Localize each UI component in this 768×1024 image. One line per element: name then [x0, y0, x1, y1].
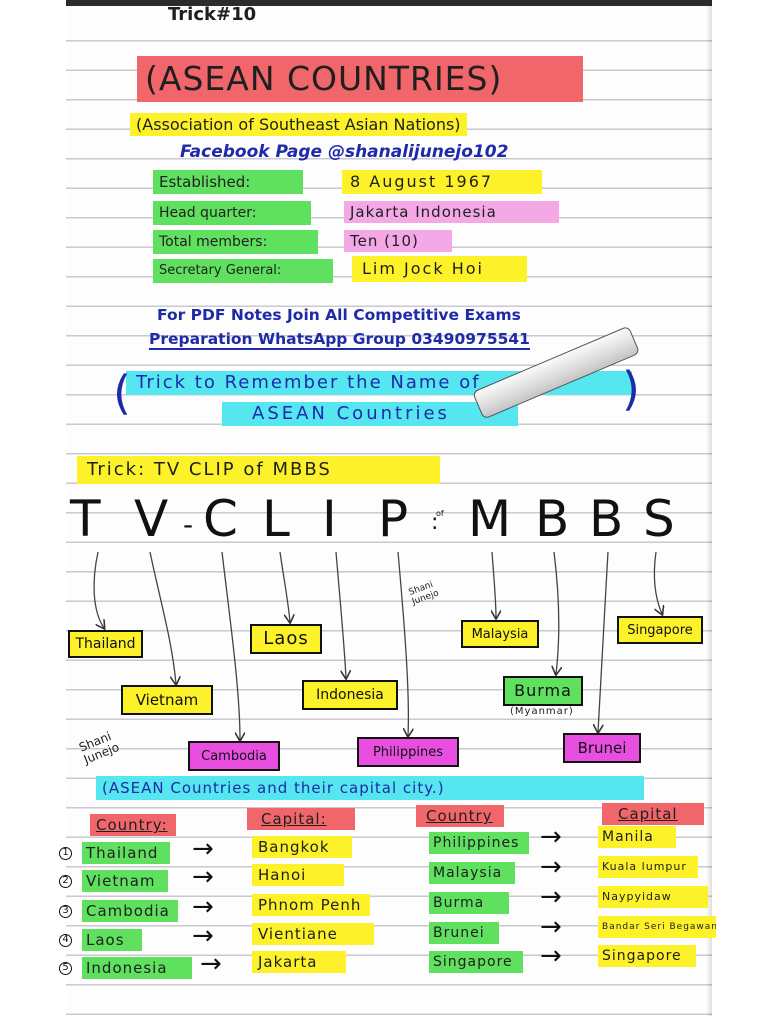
table-capital-right: Singapore	[598, 945, 696, 967]
col-header-capital-right: Capital	[602, 803, 704, 825]
box-singapore: Singapore	[617, 616, 703, 644]
promo-line-2: Preparation WhatsApp Group 03490975541	[149, 330, 530, 350]
table-capital-right: Naypyidaw	[598, 886, 708, 908]
table-country-right: Malaysia	[429, 862, 515, 884]
table-capital-right: Kuala lumpur	[598, 856, 698, 878]
trick-label: Trick: TV CLIP of MBBS	[77, 456, 440, 484]
fact-value-headquarter: Jakarta Indonesia	[344, 201, 559, 223]
mnemonic-letter-s: S	[643, 490, 675, 548]
table-arrow-right: →	[540, 852, 562, 882]
promo-line-1: For PDF Notes Join All Competitive Exams	[157, 306, 521, 324]
table-arrow-left: →	[192, 862, 214, 892]
box-vietnam: Vietnam	[121, 685, 213, 715]
box-laos: Laos	[250, 624, 322, 654]
table-arrow-right: →	[540, 822, 562, 852]
table-capital-left: Phnom Penh	[252, 894, 370, 916]
table-country-left: Laos	[82, 929, 142, 951]
row-number: 2	[59, 875, 72, 888]
subtitle-text: (Association of Southeast Asian Nations)	[130, 113, 467, 136]
table-arrow-right: →	[540, 912, 562, 942]
fact-label-secretary: Secretary General:	[153, 259, 333, 283]
row-number: 3	[59, 905, 72, 918]
mnemonic-letter-m: M	[468, 490, 512, 548]
mnemonic-letter-t: T	[70, 490, 101, 548]
box-burma: Burma	[503, 676, 583, 706]
table-arrow-right: →	[540, 882, 562, 912]
fact-value-secretary: Lim Jock Hoi	[352, 256, 527, 282]
col-header-capital-left: Capital:	[247, 808, 355, 830]
mnemonic-of-dot: :	[431, 510, 439, 535]
box-cambodia: Cambodia	[188, 741, 280, 771]
table-capital-left: Jakarta	[252, 951, 346, 973]
table-capital-right: Bandar Seri Begawan	[598, 916, 716, 938]
facebook-page: Facebook Page @shanalijunejo102	[180, 142, 509, 162]
mnemonic-letter-b1: B	[535, 490, 570, 548]
row-number: 4	[59, 934, 72, 947]
page-title: (ASEAN COUNTRIES)	[137, 56, 583, 102]
fact-label-members: Total members:	[153, 230, 318, 254]
notebook-page	[66, 0, 712, 1016]
trick-number: Trick#10	[168, 4, 257, 25]
bracket-left: (	[113, 366, 131, 420]
table-country-right: Burma	[429, 892, 509, 914]
capitals-heading: (ASEAN Countries and their capital city.…	[96, 776, 644, 800]
fact-value-established: 8 August 1967	[342, 170, 542, 194]
col-header-country-left: Country:	[90, 814, 176, 836]
table-arrow-left: →	[200, 949, 222, 979]
mnemonic-letter-v: V	[134, 490, 169, 548]
bracket-right: )	[622, 362, 640, 416]
table-country-left: Thailand	[82, 842, 170, 864]
mnemonic-letter-l: L	[262, 490, 290, 548]
table-country-left: Indonesia	[82, 957, 192, 979]
table-country-left: Vietnam	[82, 870, 168, 892]
fact-value-members: Ten (10)	[344, 230, 452, 252]
col-header-country-right: Country	[416, 805, 504, 827]
box-brunei: Brunei	[563, 733, 641, 763]
table-capital-left: Vientiane	[252, 923, 374, 945]
table-arrow-right: →	[540, 941, 562, 971]
table-arrow-left: →	[192, 834, 214, 864]
table-capital-left: Bangkok	[252, 836, 352, 858]
mnemonic-letter-c: C	[203, 490, 238, 548]
mnemonic-letter-i: I	[322, 490, 337, 548]
box-indonesia: Indonesia	[302, 680, 398, 710]
table-country-right: Brunei	[429, 922, 499, 944]
mnemonic-dash: -	[183, 508, 194, 541]
table-capital-left: Hanoi	[252, 864, 344, 886]
table-country-right: Philippines	[429, 832, 529, 854]
row-number: 5	[59, 962, 72, 975]
box-malaysia: Malaysia	[461, 620, 539, 648]
table-arrow-left: →	[192, 921, 214, 951]
mnemonic-letter-b2: B	[589, 490, 624, 548]
subtitle-bracket: (Association of Southeast Asian Nations)	[130, 112, 640, 138]
box-thailand: Thailand	[68, 630, 143, 658]
fact-label-established: Established:	[153, 170, 303, 194]
box-philippines: Philippines	[357, 737, 459, 767]
table-country-right: Singapore	[429, 951, 523, 973]
mnemonic-of: of	[436, 509, 444, 518]
table-arrow-left: →	[192, 892, 214, 922]
row-number: 1	[59, 847, 72, 860]
burma-note: (Myanmar)	[510, 706, 574, 717]
mnemonic-letter-p: P	[378, 490, 409, 548]
fact-label-headquarter: Head quarter:	[153, 201, 311, 225]
table-capital-right: Manila	[598, 826, 676, 848]
table-country-left: Cambodia	[82, 900, 178, 922]
trick-heading-line2: ASEAN Countries	[222, 402, 518, 426]
